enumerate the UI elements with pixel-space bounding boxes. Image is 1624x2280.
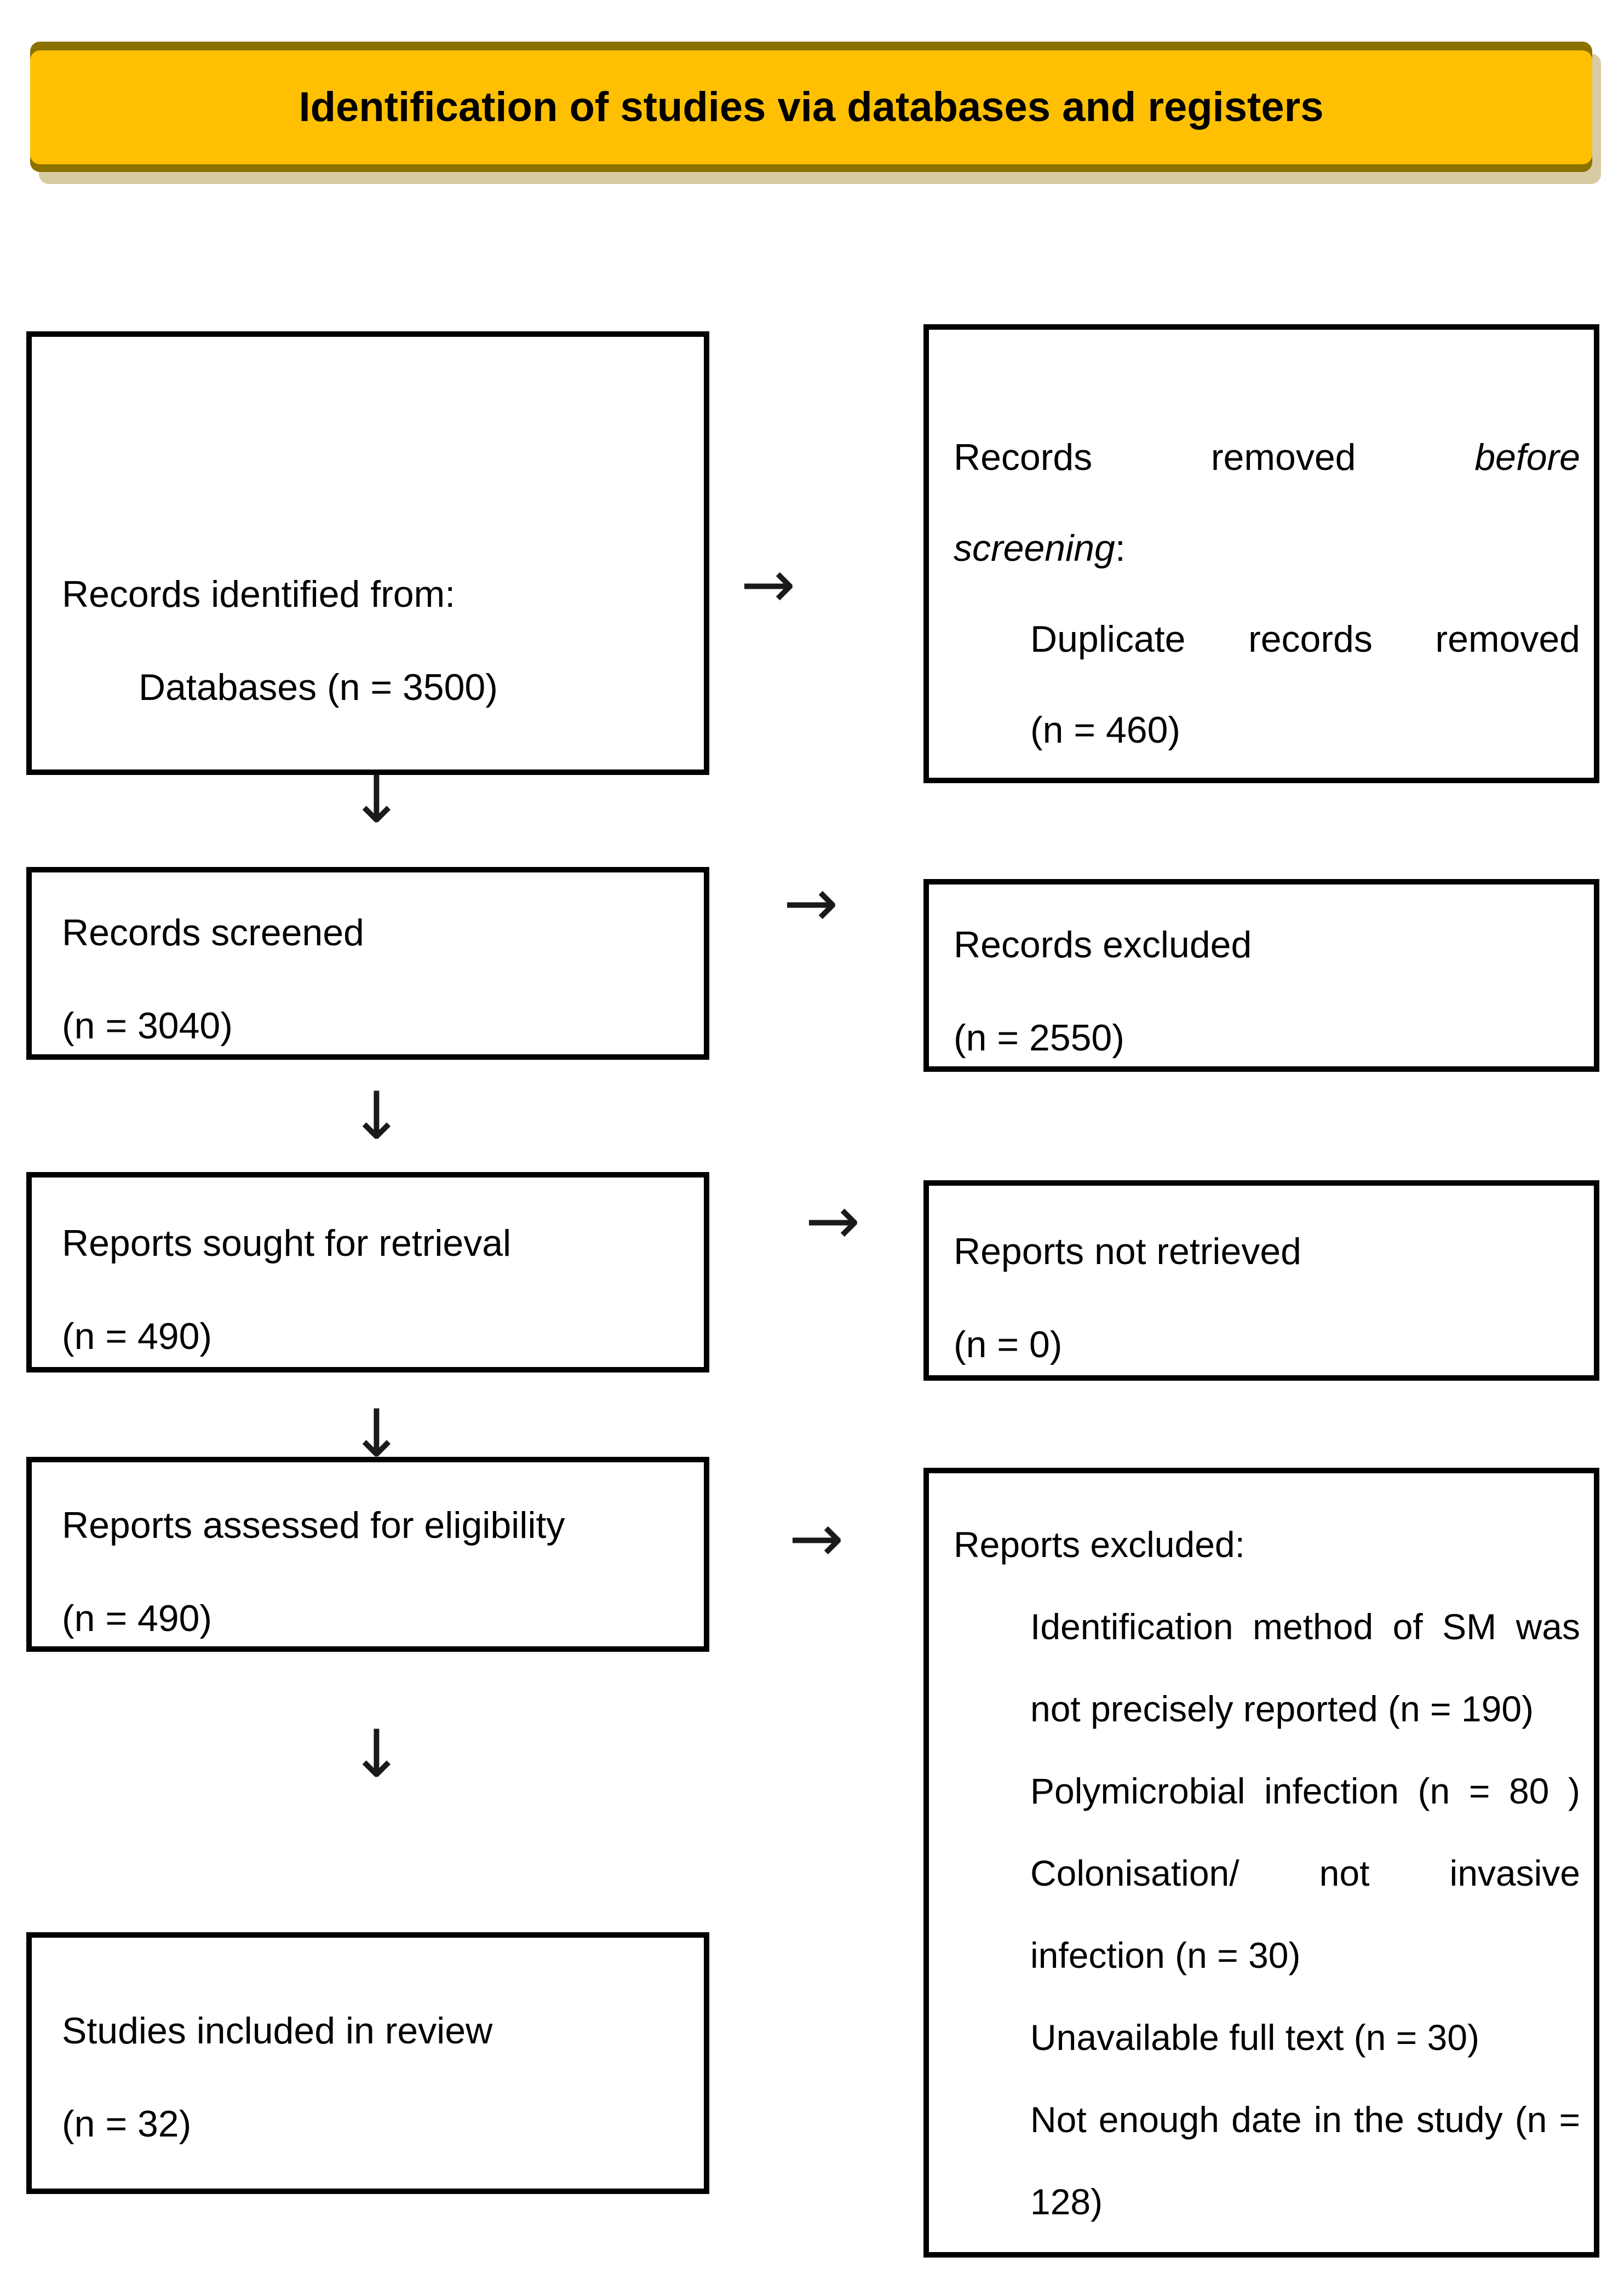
box-line: (n = 490) — [62, 1598, 213, 1639]
box-line: Unavailable full text (n = 30) — [1030, 2017, 1479, 2058]
down-arrow-icon: ↓ — [349, 762, 404, 838]
box-line: Reports excluded: — [954, 1524, 1245, 1565]
box-line: (n = 460) — [1030, 709, 1181, 751]
box-line: 128) — [1030, 2181, 1103, 2222]
right-arrow-icon: → — [783, 865, 839, 941]
box-reports-assessed: Reports assessed for eligibility (n = 490… — [26, 1457, 709, 1652]
box-line: Reports not retrieved — [954, 1231, 1301, 1272]
box-line: Reports sought for retrieval — [62, 1222, 512, 1264]
box-line: Duplicate records removed — [1030, 618, 1580, 660]
right-arrow-icon: → — [805, 1183, 860, 1259]
box-line: (n = 32) — [62, 2103, 192, 2145]
box-reports-excluded: Reports excluded: Identification method o… — [923, 1468, 1599, 2258]
down-arrow-icon: ↓ — [349, 1396, 404, 1472]
box-records-screened: Records screened (n = 3040) — [26, 867, 709, 1060]
box-line: (n = 0) — [954, 1324, 1063, 1365]
box-line: not precisely reported (n = 190) — [1030, 1689, 1534, 1729]
box-line: Reports assessed for eligibility — [62, 1504, 565, 1546]
box-line: Records removed before — [954, 437, 1580, 478]
box-line: Not enough date in the study (n = — [1030, 2099, 1580, 2140]
right-arrow-icon: → — [789, 1501, 844, 1577]
header-banner: Identification of studies via databases … — [30, 42, 1592, 172]
box-line: Databases (n = 3500) — [139, 667, 498, 708]
box-line: screening: — [954, 527, 1126, 569]
box-line: infection (n = 30) — [1030, 1935, 1301, 1975]
box-line: Records screened — [62, 912, 364, 954]
box-line: (n = 2550) — [954, 1017, 1124, 1059]
box-line: (n = 3040) — [62, 1005, 233, 1047]
box-reports-sought: Reports sought for retrieval (n = 490) — [26, 1172, 709, 1372]
box-line: Identification method of SM was — [1030, 1606, 1580, 1647]
box-line: (n = 490) — [62, 1316, 213, 1357]
box-line: Colonisation/ not invasive — [1030, 1853, 1580, 1893]
box-reports-not-retrieved: Reports not retrieved (n = 0) — [923, 1180, 1599, 1381]
down-arrow-icon: ↓ — [349, 1716, 404, 1793]
box-records-excluded: Records excluded (n = 2550) — [923, 879, 1599, 1072]
header-title: Identification of studies via databases … — [299, 83, 1324, 130]
down-arrow-icon: ↓ — [349, 1078, 404, 1155]
box-records-identified: Records identified from: Databases (n = 3… — [26, 331, 709, 775]
right-arrow-icon: → — [741, 547, 796, 623]
box-records-removed: Records removed before screening: Duplicat… — [923, 324, 1599, 783]
box-line: Polymicrobial infection (n = 80 ) — [1030, 1771, 1580, 1811]
box-line: Studies included in review — [62, 2010, 493, 2052]
box-studies-included: Studies included in review (n = 32) — [26, 1932, 709, 2194]
box-line: Records identified from: — [62, 573, 456, 615]
box-line: Records excluded — [954, 924, 1252, 966]
